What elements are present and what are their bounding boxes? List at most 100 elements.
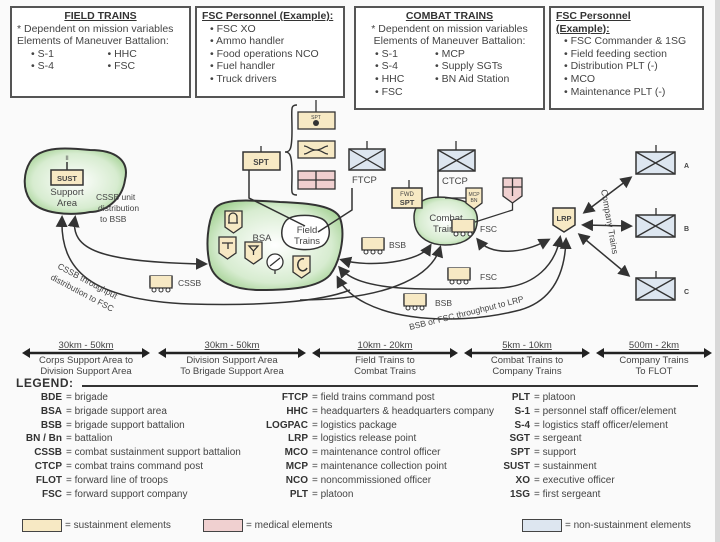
legend-definition: = sustainment [534,460,597,472]
vehicle-label: FSC [480,224,497,234]
spt-label: SPT [253,158,269,167]
legend-definition: = combat sustainment support battalion [66,447,241,459]
legend-definition: = maintenance control officer [312,447,441,459]
fsc-personnel-combat-box: FSC Personnel (Example): • FSC Commander… [549,6,704,110]
combat-trains-title: COMBAT TRAINS [405,10,494,22]
combat-trains-label: Trains [433,224,459,235]
legend-abbr: S-4 [514,419,530,431]
field-trains-item: • S-1 [31,47,54,60]
distance-label: To FLOT [635,366,673,377]
legend-swatch-medical: = medical elements [203,519,332,533]
legend-entry: S-4 = logistics staff officer/element [480,419,676,433]
legend-abbr: SPT [510,447,530,459]
support-area-label: Support [50,187,84,198]
bsa-area: BSA Field Trains [206,199,344,292]
fsc-personnel-title: FSC Personnel (Example): [556,10,631,35]
transport-vehicle-icon: CSSB [149,275,201,293]
fsc-personnel-title: FSC Personnel (Example): [202,10,334,22]
support-area: II SUST Support Area [23,147,127,215]
combat-trains-item: • MCP [435,47,465,60]
combat-trains-item: • Supply SGTs [435,60,503,73]
lrp-point: LRP [552,207,576,233]
page-edge [715,0,720,542]
swatch-label: = sustainment elements [65,520,171,532]
company-label: A [684,163,689,170]
legend-abbr: FTCP [281,392,308,403]
svg-text:BN: BN [471,198,478,204]
combat-trains-item: • HHC [375,72,405,85]
legend-entry: SUST= sustainment [480,460,676,474]
distance-label: Combat Trains [354,366,416,377]
legend-entry: MCP= maintenance collection point [250,460,494,474]
legend-entry: 1SG= first sergeant [480,488,676,502]
combat-trains-item: • S-1 [375,47,398,60]
field-trains-title: FIELD TRAINS [64,10,137,22]
ctcp-unit: CTCP [437,141,476,206]
legend-abbr: BN / Bn [25,433,62,445]
distance-label: Corps Support Area to [39,355,133,366]
water-unit-icon [218,236,237,260]
non-sustainment-swatch [522,519,562,532]
legend-entry: BDE= brigade [16,391,241,405]
legend-definition: = sergeant [534,433,582,445]
legend-definition: = platoon [312,488,354,500]
fsc-personnel-item: • Fuel handler [210,60,275,73]
legend-entry: FLOT= forward line of troops [16,474,241,488]
field-trains-item: • S-4 [31,60,54,73]
legend-definition: = forward line of troops [66,474,168,486]
legend-definition: = brigade support area [66,405,167,417]
grouping-brace [284,104,298,196]
legend-abbr: S-1 [514,405,530,417]
ftcp-label: FTCP [352,175,377,186]
field-trains-area [281,214,330,251]
distance-range: 10km - 20km [357,340,413,351]
fsc-personnel-item: • Ammo handler [210,35,285,48]
legend-definition: = logistics staff officer/element [534,419,668,431]
echelon-label: II [65,156,69,162]
field-trains-item: • FSC [107,60,136,73]
food-service-unit-icon [292,255,311,279]
distance-label: Combat Trains to [490,355,564,366]
mcp-unit: MCP BN [445,187,483,210]
field-trains-label: Field [297,225,318,236]
medical-swatch [203,519,243,532]
combat-trains-item: • FSC [375,85,403,98]
swatch-label: = non-sustainment elements [565,520,691,532]
legend-entry: PLT= platoon [250,488,494,502]
legend-entry: SGT= sergeant [480,432,676,446]
legend-swatch-non-sustainment: = non-sustainment elements [522,519,691,533]
legend-entry: BSA= brigade support area [16,405,241,419]
ctcp-label: CTCP [442,176,468,187]
ftcp-unit: FTCP [317,141,386,233]
legend-definition: = executive officer [534,474,615,486]
fsc-personnel-item: • FSC Commander & 1SG [564,35,687,48]
legend-entry: HHC= headquarters & headquarters company [250,405,494,419]
company-a-arrow [582,176,633,214]
spt-unit: SPT SPT [242,100,336,227]
combat-trains-note: * Dependent on mission variables [371,22,528,35]
fwd-spt-unit: FWD SPT [391,180,423,209]
field-trains-label: Trains [294,236,320,247]
fuel-unit-icon [244,241,263,265]
fsc-personnel-item: • Maintenance PLT (-) [564,85,666,98]
company-b-arrow [581,219,633,232]
field-trains-note: * Dependent on mission variables [17,22,174,35]
legend-abbr: 1SG [509,488,530,500]
distance-label: Company Trains [619,355,689,366]
legend-abbr: LRP [288,433,308,445]
legend-entry: MCO= maintenance control officer [250,446,494,460]
distance-label: To Brigade Support Area [180,366,284,377]
legend-title: LEGEND: [16,376,74,390]
legend-abbr: BDE [40,392,62,403]
legend-abbr: NCO [285,474,308,486]
legend-definition: = battalion [66,433,113,445]
legend-abbr: CTCP [34,460,62,472]
legend-definition: = forward support company [66,488,188,500]
legend-definition: = logistics release point [312,433,417,445]
